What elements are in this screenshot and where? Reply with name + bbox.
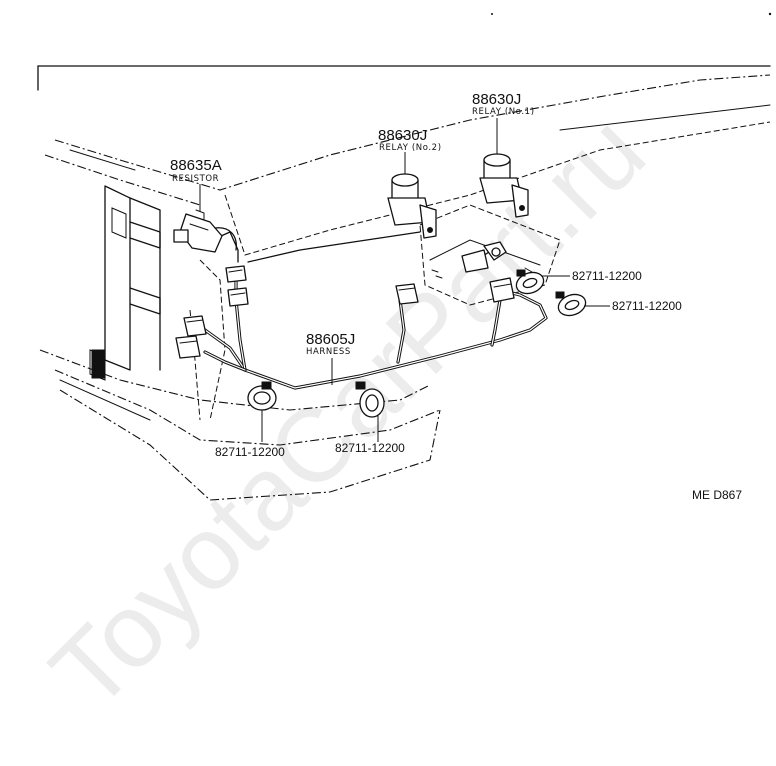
relay-no2-component[interactable]	[387, 173, 437, 239]
clamp-bottom-left[interactable]	[247, 381, 277, 411]
watermark: ToyotaCarPart.ru	[29, 93, 667, 731]
relay-no1-part-name: RELAY (No.1)	[472, 107, 535, 117]
relay-no1-part-number: 88630J	[472, 91, 521, 108]
relay-no2-part-number: 88630J	[378, 127, 427, 144]
label-relay-no1: 88630J RELAY (No.1)	[472, 91, 535, 117]
clamp-right-upper[interactable]	[513, 269, 546, 297]
resistor-part-number: 88635A	[170, 157, 222, 174]
leader-lines	[199, 118, 610, 442]
clamp-right-upper-part-number: 82711-12200	[572, 269, 642, 283]
clamp-bottom-left-part-number: 82711-12200	[215, 445, 285, 459]
relay-no1-component[interactable]	[479, 153, 529, 218]
scan-specks	[491, 12, 772, 16]
resistor-part-name: RESISTOR	[172, 174, 219, 184]
relay-bracket-plate	[419, 204, 561, 306]
diagram-code: ME D867	[692, 488, 742, 502]
label-harness: 88605J HARNESS	[306, 331, 355, 357]
label-relay-no2: 88630J RELAY (No.2)	[378, 127, 442, 153]
body-outline	[39, 74, 771, 501]
frame-border	[37, 65, 771, 91]
harness-part-name: HARNESS	[306, 347, 351, 357]
relay-no2-part-name: RELAY (No.2)	[379, 143, 442, 153]
harness-connectors	[175, 265, 515, 359]
clamp-bottom-mid[interactable]	[355, 381, 385, 418]
clamp-right-lower[interactable]	[555, 291, 588, 319]
wire-harness	[203, 231, 548, 390]
harness-part-number: 88605J	[306, 331, 355, 348]
clamp-right-lower-part-number: 82711-12200	[612, 299, 682, 313]
clamp-bottom-mid-part-number: 82711-12200	[335, 441, 405, 455]
resistor-component[interactable]	[173, 209, 237, 253]
relay-socket	[461, 241, 507, 273]
label-resistor: 88635A RESISTOR	[170, 157, 222, 184]
